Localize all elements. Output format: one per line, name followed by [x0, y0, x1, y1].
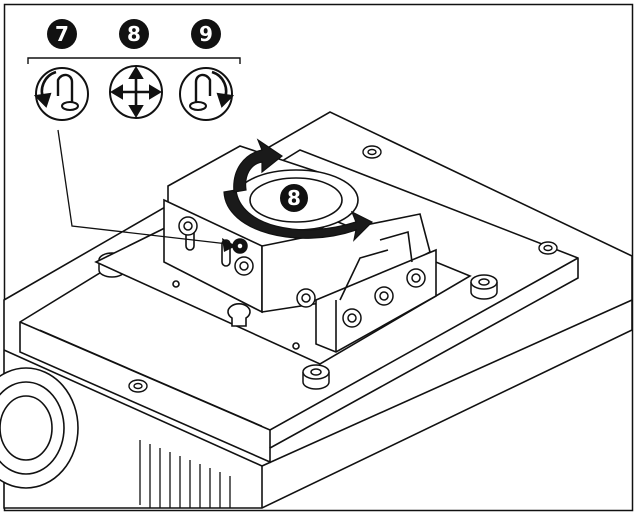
- leader-line: [57, 129, 229, 245]
- callout-step-7: 7: [47, 19, 77, 49]
- bracket-screw: [374, 286, 394, 306]
- plate-screws: [128, 145, 558, 393]
- callout-step-8-number: 8: [127, 22, 141, 46]
- leader-arrowhead: [222, 238, 236, 252]
- standoff-foot: [302, 364, 330, 390]
- bracket-screws: [178, 216, 426, 328]
- bracket-screw: [296, 288, 316, 308]
- plate-hole: [172, 280, 180, 288]
- plate-screw: [538, 241, 558, 255]
- bracket-screw: [178, 216, 198, 236]
- callout-step-7-number: 7: [55, 22, 69, 46]
- callout-step-9: 9: [191, 19, 221, 49]
- bracket-screw: [406, 268, 426, 288]
- callout-rotation-number: 8: [287, 186, 301, 210]
- rotation-arrow: [223, 138, 374, 242]
- icon-group-bracket: [27, 57, 241, 64]
- rotate-counterclockwise-icon: [33, 67, 89, 121]
- move-arrows-icon: [109, 65, 163, 119]
- plate-screw: [362, 145, 382, 159]
- projector-lens: [0, 367, 79, 489]
- bracket-screw: [234, 256, 254, 276]
- plate-screw: [128, 379, 148, 393]
- bracket-screw: [342, 308, 362, 328]
- projector-vents: [139, 440, 231, 508]
- callout-step-8: 8: [119, 19, 149, 49]
- rotate-clockwise-icon: [179, 67, 235, 121]
- standoff-foot: [470, 274, 498, 300]
- plate-hole: [292, 342, 300, 350]
- callout-rotation: 8: [278, 182, 310, 214]
- callout-step-9-number: 9: [199, 22, 213, 46]
- keyhole-slot: [227, 303, 251, 327]
